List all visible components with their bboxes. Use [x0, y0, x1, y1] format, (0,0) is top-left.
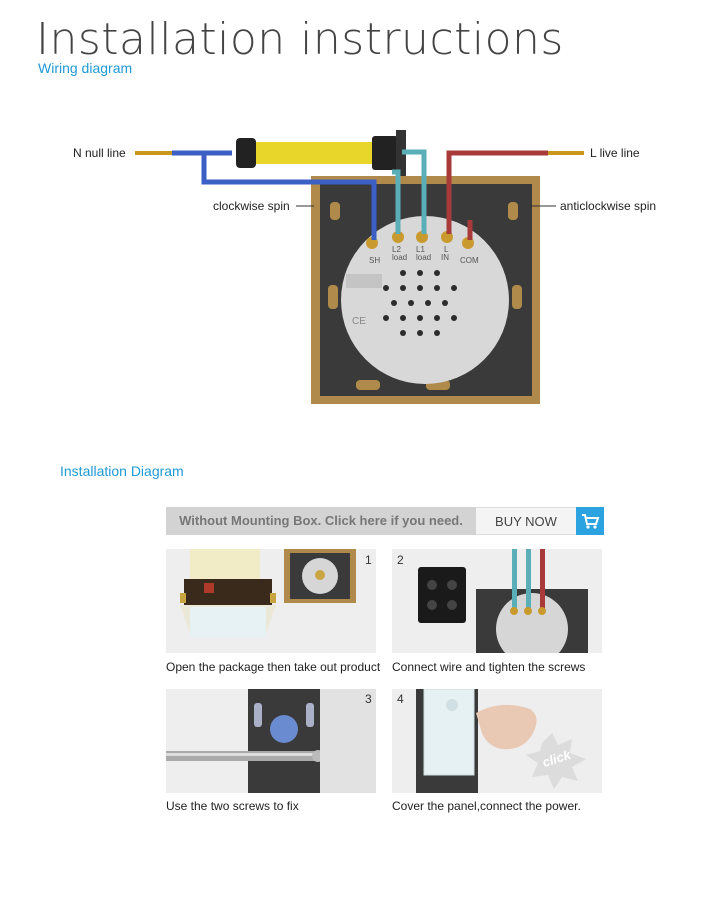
- buy-now-button[interactable]: BUY NOW: [476, 507, 576, 535]
- anticlockwise-label: anticlockwise spin: [560, 199, 657, 213]
- cart-icon[interactable]: [576, 507, 604, 535]
- page-title: Installation instructions: [36, 14, 564, 65]
- wiring-diagram-heading: Wiring diagram: [38, 60, 133, 76]
- terminal-sublabel-l1: load: [416, 253, 431, 262]
- installation-diagram-heading: Installation Diagram: [60, 463, 184, 479]
- wiring-diagram: CE SH L2 load L1 load L IN COM: [135, 130, 584, 404]
- terminal-sublabel-l2: load: [392, 253, 407, 262]
- buy-mounting-box-banner[interactable]: Without Mounting Box. Click here if you …: [166, 507, 604, 535]
- step-2-image: [392, 549, 602, 653]
- svg-text:CE: CE: [352, 316, 366, 327]
- step-3-number: 3: [365, 692, 372, 706]
- step-3-image: [166, 689, 376, 793]
- terminal-label-l2: L2: [392, 245, 401, 254]
- switch-module: [341, 216, 509, 384]
- terminal-label-l1: L1: [416, 245, 425, 254]
- step-1-image: [166, 549, 376, 653]
- terminal-label-com: COM: [460, 256, 479, 265]
- step-4-image: click: [392, 689, 602, 793]
- terminal-label-l: L: [444, 245, 449, 254]
- terminal-label-sh: SH: [369, 256, 380, 265]
- step-1-caption: Open the package then take out product: [166, 660, 381, 674]
- clockwise-label: clockwise spin: [213, 199, 290, 213]
- step-2-caption: Connect wire and tighten the screws: [392, 660, 586, 674]
- step-4-number: 4: [397, 692, 404, 706]
- l-line-label: L live line: [590, 146, 640, 160]
- step-1-number: 1: [365, 553, 372, 567]
- wire-anticlockwise: [402, 149, 427, 234]
- n-line-label: N null line: [73, 146, 126, 160]
- step-4-caption: Cover the panel,connect the power.: [392, 799, 581, 813]
- step-2-number: 2: [397, 553, 404, 567]
- terminal-sublabel-l: IN: [441, 253, 449, 262]
- step-3-caption: Use the two screws to fix: [166, 799, 299, 813]
- wire-clockwise: [392, 169, 401, 234]
- banner-text[interactable]: Without Mounting Box. Click here if you …: [166, 507, 476, 535]
- tube-motor: [248, 142, 380, 164]
- wire-live: [446, 150, 548, 234]
